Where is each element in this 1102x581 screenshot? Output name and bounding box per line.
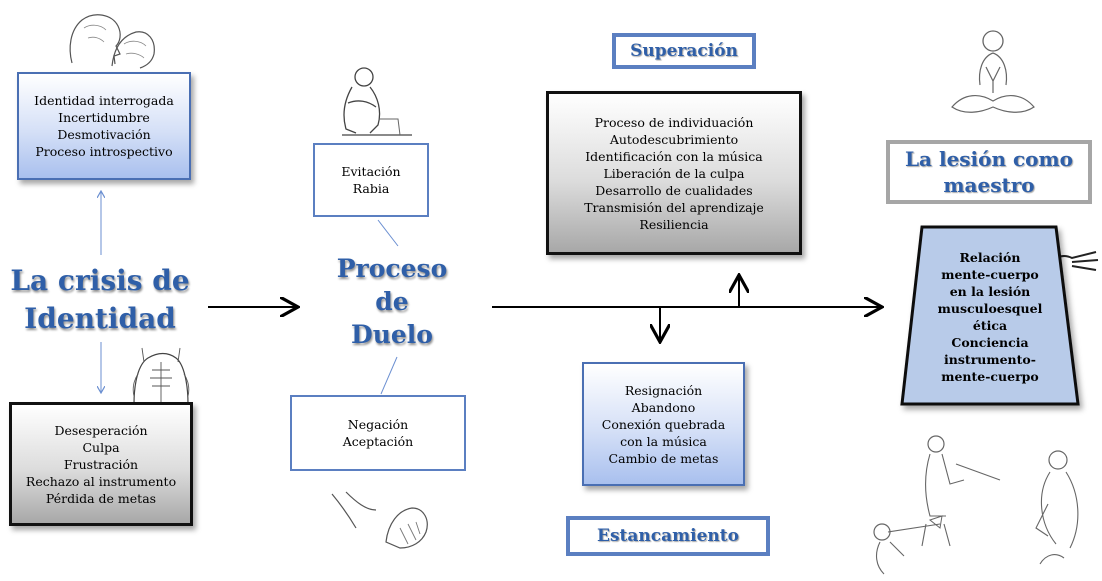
leccion-label: La lesión como maestro (886, 140, 1092, 204)
crisis-title: La crisis de Identidad (8, 262, 192, 338)
estancamiento-line: con la música (620, 433, 707, 449)
leccion-label-line1: La lesión como (904, 147, 1074, 171)
superacion-line: Resiliencia (639, 216, 709, 232)
identity-box: Identidad interrogada Incertidumbre Desm… (17, 72, 191, 180)
leccion-label-line2: maestro (943, 173, 1035, 197)
sitting-person-sketch-icon (342, 67, 412, 136)
leccion-line: mente-cuerpo (941, 267, 1039, 282)
negacion-line: Negación (347, 417, 409, 432)
superacion-label: Superación (612, 33, 756, 69)
estancamiento-box-lines: Resignación Abandono Conexión quebrada c… (602, 382, 725, 467)
superacion-line: Identificación con la música (585, 148, 763, 164)
identity-line: Desmotivación (57, 127, 151, 142)
superacion-box: Proceso de individuación Autodescubrimie… (546, 91, 802, 255)
duelo-title-line2: de (375, 287, 409, 316)
leccion-line: instrumento- (944, 352, 1036, 367)
superacion-box-lines: Proceso de individuación Autodescubrimie… (584, 114, 764, 233)
despair-line: Rechazo al instrumento (25, 473, 177, 489)
estancamiento-line: Cambio de metas (608, 450, 719, 466)
head-profile-sketch-icon (69, 14, 155, 69)
estancamiento-label: Estancamiento (566, 516, 770, 556)
despair-line: Desesperación (54, 422, 148, 438)
identity-box-lines: Identidad interrogada Incertidumbre Desm… (34, 92, 174, 160)
leccion-box-lines: Relación mente-cuerpo en la lesión muscu… (938, 249, 1043, 385)
despair-line: Frustración (63, 456, 139, 472)
leccion-line: en la lesión (949, 284, 1031, 299)
evitacion-box: Evitación Rabia (313, 143, 429, 217)
identity-line: Incertidumbre (58, 110, 150, 125)
superacion-line: Liberación de la culpa (603, 165, 745, 181)
duelo-title-line1: Proceso (336, 254, 448, 283)
despair-line: Pérdida de metas (45, 490, 157, 506)
hands-sketch-icon (331, 491, 428, 549)
body-anatomy-sketch-icon (132, 347, 190, 405)
connector-duelo-negacion (380, 356, 398, 395)
leccion-line: ética (972, 318, 1008, 333)
superacion-line: Transmisión del aprendizaje (584, 199, 764, 215)
estancamiento-line: Resignación (624, 382, 703, 398)
duelo-title: Proceso de Duelo (322, 252, 462, 351)
leccion-line: musculoesquel (937, 301, 1043, 316)
negacion-box-lines: Negación Aceptación (343, 416, 413, 450)
musicians-sketch-icon (873, 435, 1079, 575)
crisis-title-line2: Identidad (24, 302, 176, 335)
estancamiento-line: Conexión quebrada (601, 416, 726, 432)
crisis-title-line1: La crisis de (10, 264, 190, 297)
estancamiento-line: Abandono (631, 399, 696, 415)
evitacion-line: Evitación (341, 164, 401, 179)
despair-box: Desesperación Culpa Frustración Rechazo … (9, 402, 193, 526)
negacion-line: Aceptación (342, 434, 414, 449)
leccion-box: Relación mente-cuerpo en la lesión muscu… (926, 240, 1054, 394)
leccion-line: Relación (959, 250, 1021, 265)
identity-line: Identidad interrogada (34, 93, 174, 108)
meditating-person-sketch-icon (951, 30, 1035, 113)
leccion-line: mente-cuerpo (941, 369, 1039, 384)
estancamiento-box: Resignación Abandono Conexión quebrada c… (582, 362, 745, 486)
connector-duelo-evitacion (377, 219, 399, 247)
despair-box-lines: Desesperación Culpa Frustración Rechazo … (26, 422, 176, 507)
evitacion-line: Rabia (352, 181, 390, 196)
leccion-line: Conciencia (951, 335, 1029, 350)
evitacion-box-lines: Evitación Rabia (341, 163, 400, 197)
superacion-line: Proceso de individuación (594, 114, 754, 130)
negacion-box: Negación Aceptación (290, 395, 466, 471)
superacion-line: Desarrollo de cualidades (595, 182, 753, 198)
duelo-title-line3: Duelo (351, 320, 433, 349)
identity-line: Proceso introspectivo (35, 144, 173, 159)
superacion-line: Autodescubrimiento (609, 131, 739, 147)
despair-line: Culpa (82, 439, 120, 455)
